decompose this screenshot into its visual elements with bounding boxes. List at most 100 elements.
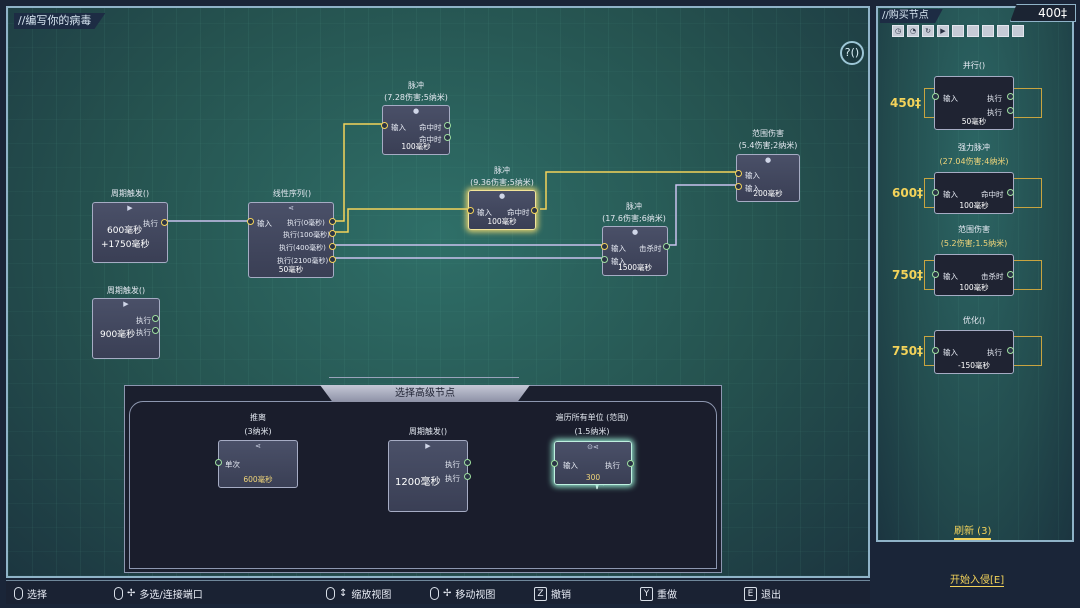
- control-hint-zoom: ↕ 缩放视图: [326, 586, 391, 601]
- input-port[interactable]: [215, 459, 222, 466]
- input-port[interactable]: [601, 256, 608, 263]
- area-node-title: 范围伤害: [752, 129, 784, 138]
- pulse-icon: ●: [412, 107, 420, 115]
- port-label: 执行: [445, 474, 460, 483]
- timer-node-title: 周期触发(): [106, 286, 146, 295]
- output-port[interactable]: [329, 256, 336, 263]
- loop-icon[interactable]: ↻: [922, 25, 934, 37]
- slot-icon[interactable]: [952, 25, 964, 37]
- refresh-button[interactable]: 刷新 (3): [954, 522, 992, 540]
- timer-interval: 600毫秒: [107, 226, 143, 236]
- output-port: [1007, 271, 1014, 278]
- timer-icon[interactable]: ◔: [907, 25, 919, 37]
- mouse-wheel-icon: [326, 587, 335, 600]
- push-node-option[interactable]: ⋖ 单次 600毫秒: [215, 440, 298, 488]
- output-port[interactable]: [152, 315, 159, 322]
- pulse-node-selected[interactable]: ● 输入 命中时 100毫秒: [467, 190, 538, 230]
- output-port[interactable]: [663, 243, 670, 250]
- push-node-stats: (3纳米): [244, 427, 272, 436]
- slot-icon[interactable]: [1012, 25, 1024, 37]
- advanced-node-popup[interactable]: 选择高级节点 推离 (3纳米) ⋖ 单次 600毫秒 周期触发() ▶ 1200…: [124, 377, 722, 573]
- output-port[interactable]: [464, 473, 471, 480]
- port-label: 输入: [943, 272, 958, 281]
- output-port[interactable]: [464, 459, 471, 466]
- pulse-node-title: 脉冲: [626, 202, 642, 211]
- play-icon: ▶: [123, 300, 129, 308]
- input-port[interactable]: [247, 218, 254, 225]
- control-label: 退出: [761, 590, 781, 601]
- port-label: 执行: [136, 316, 151, 325]
- output-port[interactable]: [444, 134, 451, 141]
- input-port[interactable]: [381, 122, 388, 129]
- timer-node[interactable]: ▶ 600毫秒 +1750毫秒 执行: [92, 202, 168, 263]
- timer-offset: +1750毫秒: [101, 240, 150, 250]
- pulse-node[interactable]: ● 输入 命中时 命中时 100毫秒: [381, 105, 451, 155]
- node-delay: 100毫秒: [487, 217, 517, 226]
- sequence-node[interactable]: ⋖ 输入 执行(0毫秒) 执行(100毫秒) 执行(400毫秒) 执行(2100…: [247, 202, 336, 278]
- control-label: 选择: [27, 590, 47, 601]
- push-node-title: 推离: [250, 413, 266, 422]
- control-hint-select: 选择: [14, 586, 47, 601]
- port-label: 执行: [987, 108, 1002, 117]
- port-label: 输入: [563, 461, 578, 470]
- control-label: 缩放视图: [351, 590, 392, 601]
- input-port[interactable]: [601, 243, 608, 250]
- output-port: [1007, 93, 1014, 100]
- control-hint-pan: ✢ 移动视图: [430, 586, 495, 601]
- input-port[interactable]: [735, 183, 742, 190]
- timer-node-option[interactable]: ▶ 1200毫秒 执行 执行: [388, 440, 471, 512]
- play-icon[interactable]: ▶: [937, 25, 949, 37]
- shop-item-name: 并行(): [962, 61, 986, 70]
- timer-interval: 900毫秒: [100, 330, 136, 340]
- node-delay: 300: [585, 473, 601, 482]
- area-damage-node[interactable]: ● 输入 输入 200毫秒: [735, 154, 800, 202]
- shop-item-name: 范围伤害: [958, 225, 990, 234]
- port-label: 执行(100毫秒): [283, 231, 330, 239]
- output-port[interactable]: [329, 218, 336, 225]
- output-port[interactable]: [444, 122, 451, 129]
- output-port[interactable]: [152, 327, 159, 334]
- branch-icon: ⋖: [288, 204, 294, 212]
- node-delay: 100毫秒: [401, 142, 431, 151]
- output-port[interactable]: [161, 219, 168, 226]
- slot-icon[interactable]: [967, 25, 979, 37]
- node-delay: -150毫秒: [957, 361, 991, 370]
- output-port[interactable]: [329, 230, 336, 237]
- popup-decoration: [329, 377, 519, 381]
- input-port[interactable]: [467, 207, 474, 214]
- control-label: 移动视图: [455, 590, 496, 601]
- foreach-node-option[interactable]: ⊙⋖ 输入 执行 300: [551, 441, 634, 485]
- clock-icon[interactable]: ◷: [892, 25, 904, 37]
- control-label: 多选/连接端口: [139, 590, 203, 601]
- shop-item-name: 强力脉冲: [958, 143, 990, 152]
- node-delay: 100毫秒: [959, 201, 989, 210]
- start-invasion-button[interactable]: 开始入侵[E]: [950, 571, 1005, 587]
- output-port[interactable]: [531, 207, 538, 214]
- slot-icon[interactable]: [997, 25, 1009, 37]
- timer-node[interactable]: ▶ 900毫秒 执行 执行: [92, 298, 160, 359]
- help-button[interactable]: ?(): [840, 41, 864, 65]
- input-port[interactable]: [735, 170, 742, 177]
- output-port[interactable]: [329, 243, 336, 250]
- shop-item-stats: (5.2伤害;1.5纳米): [940, 239, 1008, 248]
- key-e: E: [744, 586, 757, 601]
- mouse-left-icon: [14, 587, 23, 600]
- control-label: 撤销: [551, 590, 571, 601]
- port-label: 输入: [745, 171, 760, 180]
- input-port[interactable]: [551, 460, 558, 467]
- port-label: 执行: [445, 460, 460, 469]
- port-label: 击杀时: [639, 244, 662, 253]
- pulse-node-stats: (17.6伤害;6纳米): [602, 214, 666, 223]
- port-label: 执行: [987, 94, 1002, 103]
- output-port[interactable]: [627, 460, 634, 467]
- node-delay: 100毫秒: [959, 283, 989, 292]
- slot-icon[interactable]: [982, 25, 994, 37]
- node-delay: 200毫秒: [753, 189, 783, 198]
- port-label: 输入: [391, 123, 406, 132]
- port-label: 输入: [745, 184, 760, 193]
- pulse-node[interactable]: ● 输入 输入 击杀时 1500毫秒: [601, 226, 670, 276]
- timer-node-title: 周期触发(): [110, 189, 150, 198]
- port-label: 执行: [605, 461, 620, 470]
- input-port: [932, 347, 939, 354]
